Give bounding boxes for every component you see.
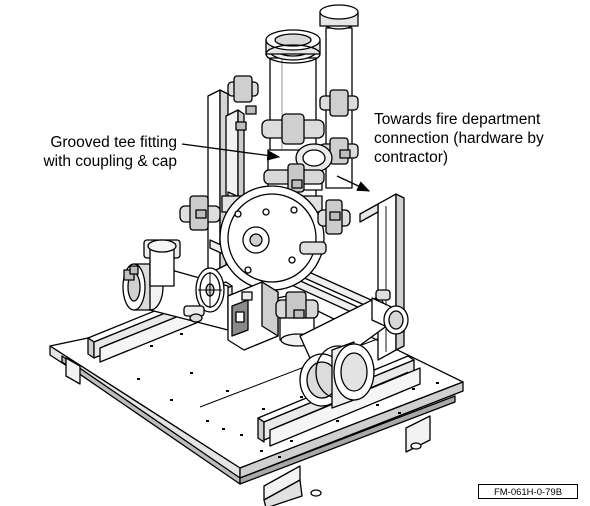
motor-box (227, 281, 279, 351)
drawing-reference-label: FM-061H-0-79B (478, 484, 578, 499)
riser-couplings (227, 75, 359, 165)
pump-casing (179, 185, 351, 291)
clamp-bolts (129, 105, 351, 319)
discharge-pipe (299, 295, 393, 409)
tee-fitting-callout: Grooved tee fitting with coupling & cap (43, 133, 177, 171)
fd-connection-leader (336, 175, 371, 192)
fire-department-callout-line1: Towards fire department (374, 111, 541, 128)
fire-department-callout-line2: connection (hardware by (374, 130, 544, 147)
fire-department-callout-line3: contractor) (374, 149, 449, 166)
fire-department-callout: Towards fire department connection (hard… (374, 110, 544, 167)
suction-pipe (122, 239, 229, 331)
handwheel-valve (183, 267, 225, 323)
tee-fitting-callout-line2: with coupling & cap (43, 153, 177, 170)
fd-connection-pipe (371, 289, 409, 335)
callout-leaders (181, 143, 371, 192)
tee-fitting-leader (181, 143, 281, 161)
tee-fitting-callout-line1: Grooved tee fitting (50, 134, 177, 151)
